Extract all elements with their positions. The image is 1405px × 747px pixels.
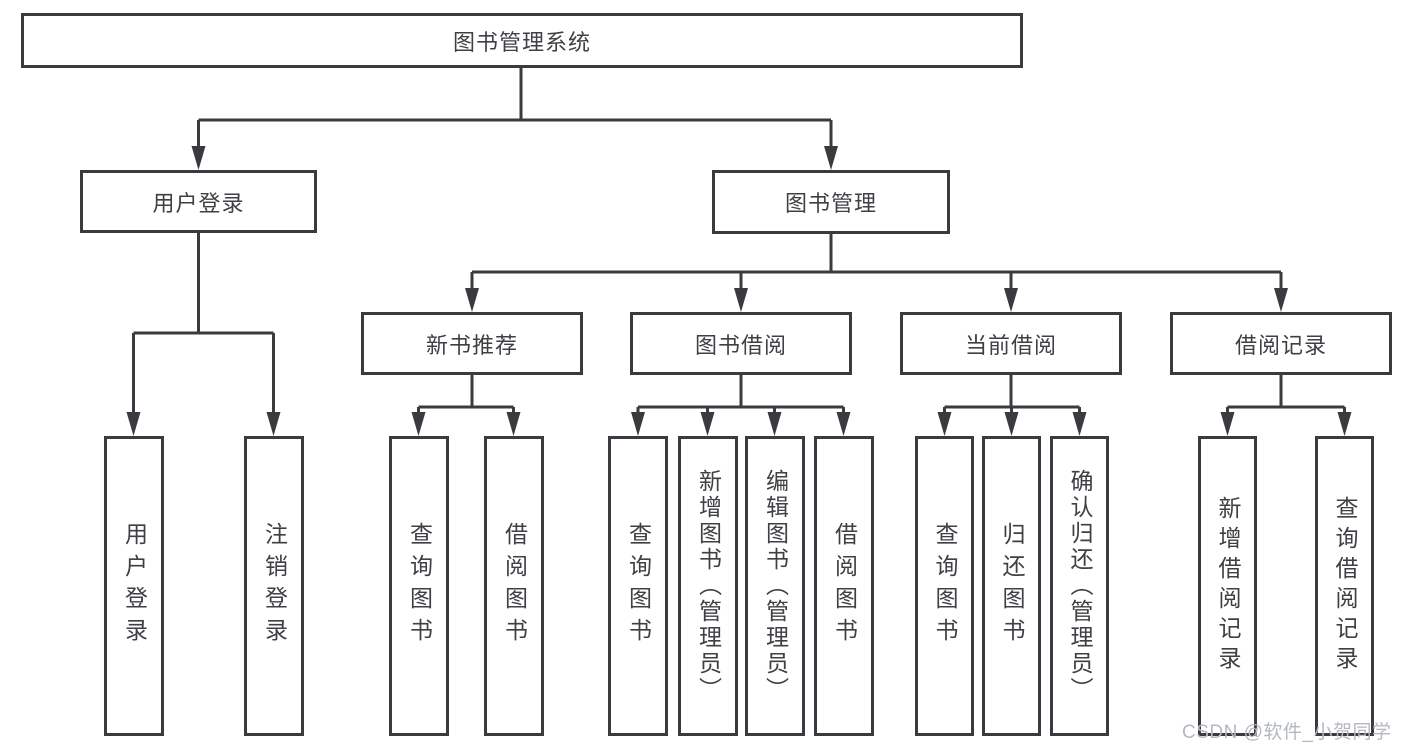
leaf-confirm-return-admin: 确认归还（管理员） bbox=[1050, 436, 1109, 736]
node-label: 借阅记录 bbox=[1234, 332, 1327, 358]
leaf-label: 编辑图书（管理员） bbox=[762, 469, 789, 703]
node-library-management-system: 图书管理系统 bbox=[21, 13, 1023, 68]
leaf-query-books-current: 查询图书 bbox=[915, 436, 974, 736]
leaf-logout: 注销登录 bbox=[244, 436, 304, 736]
node-current-borrow: 当前借阅 bbox=[900, 312, 1122, 375]
leaf-query-books-recommend: 查询图书 bbox=[389, 436, 449, 736]
leaf-query-borrow-record: 查询借阅记录 bbox=[1315, 436, 1374, 736]
leaf-label: 借阅图书 bbox=[831, 522, 858, 650]
leaf-add-borrow-record: 新增借阅记录 bbox=[1198, 436, 1257, 736]
node-label: 用户登录 bbox=[152, 190, 245, 216]
node-label: 图书管理系统 bbox=[452, 29, 591, 55]
leaf-add-books-admin: 新增图书（管理员） bbox=[678, 436, 738, 736]
leaf-label: 查询图书 bbox=[406, 522, 433, 650]
arrowheads bbox=[126, 146, 1352, 436]
leaf-label: 查询借阅记录 bbox=[1332, 496, 1358, 676]
leaf-label: 确认归还（管理员） bbox=[1067, 469, 1093, 703]
node-label: 图书管理 bbox=[784, 191, 877, 216]
leaf-label: 查询图书 bbox=[625, 522, 652, 650]
node-book-management: 图书管理 bbox=[712, 170, 950, 234]
leaf-label: 查询图书 bbox=[932, 522, 958, 650]
leaf-label: 注销登录 bbox=[261, 522, 288, 650]
leaf-borrow-books-recommend: 借阅图书 bbox=[484, 436, 544, 736]
leaf-borrow-books: 借阅图书 bbox=[814, 436, 874, 736]
node-borrow-records: 借阅记录 bbox=[1170, 312, 1392, 375]
leaf-user-login: 用户登录 bbox=[104, 436, 164, 736]
leaf-label: 新增图书（管理员） bbox=[695, 469, 722, 703]
node-user-login: 用户登录 bbox=[80, 170, 317, 233]
node-label: 新书推荐 bbox=[425, 332, 518, 358]
leaf-label: 新增借阅记录 bbox=[1215, 496, 1241, 676]
node-new-book-recommend: 新书推荐 bbox=[361, 312, 583, 375]
node-book-borrow: 图书借阅 bbox=[630, 312, 852, 375]
leaf-label: 归还图书 bbox=[999, 522, 1025, 650]
node-label: 图书借阅 bbox=[694, 332, 787, 358]
leaf-label: 借阅图书 bbox=[501, 522, 528, 650]
leaf-edit-books-admin: 编辑图书（管理员） bbox=[745, 436, 805, 736]
node-label: 当前借阅 bbox=[964, 332, 1057, 358]
leaf-query-books-borrow: 查询图书 bbox=[608, 436, 668, 736]
leaf-return-books: 归还图书 bbox=[982, 436, 1041, 736]
leaf-label: 用户登录 bbox=[121, 522, 148, 650]
csdn-watermark: CSDN @软件_小贺同学 bbox=[1182, 722, 1392, 743]
